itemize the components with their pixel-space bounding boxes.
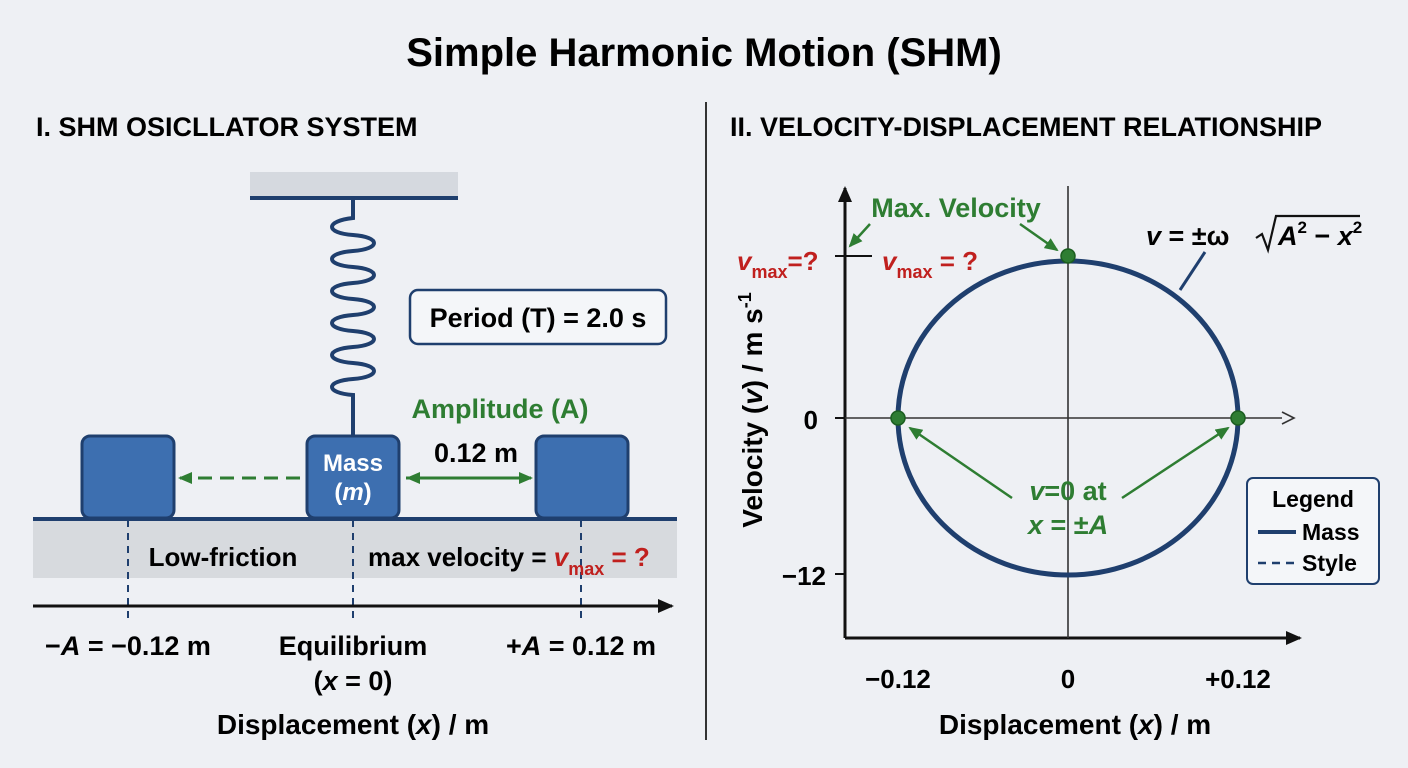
zero-velocity-callout-line1: v=0 at <box>1029 476 1106 506</box>
legend-title: Legend <box>1272 486 1354 512</box>
vmax-v-symbol: v <box>554 542 570 572</box>
data-point-2 <box>1060 248 1076 264</box>
block-left-extreme <box>80 434 176 520</box>
y-tick-label-zero: 0 <box>804 405 818 435</box>
period-box <box>408 288 668 346</box>
legend-item-style: Style <box>1302 550 1357 576</box>
period-label: Period (T) = 2.0 s <box>430 303 647 333</box>
pos-amplitude-label: +A = 0.12 m <box>506 631 656 661</box>
zero-line-arrow-tip <box>1281 411 1296 425</box>
legend-box <box>1246 477 1380 585</box>
equilibrium-x-label: (x = 0) <box>314 666 393 696</box>
y-axis-title: Velocity (v) / m s-1 <box>735 292 768 527</box>
mass-label: Mass <box>323 450 383 477</box>
data-points <box>890 248 1246 426</box>
data-point-0 <box>890 410 906 426</box>
x-axis-title: Displacement (x) / m <box>939 709 1211 740</box>
mass-block <box>305 434 401 520</box>
max-velocity-label: max velocity = <box>368 542 554 572</box>
zero-arrow-left <box>908 426 1013 500</box>
left-panel-heading: I. SHM OSICLLATOR SYSTEM <box>36 112 418 142</box>
amplitude-value: 0.12 m <box>434 438 518 468</box>
legend-item-mass: Mass <box>1302 519 1360 545</box>
zero-arrow-right <box>1121 426 1230 500</box>
max-velocity-callout: Max. Velocity <box>871 193 1041 223</box>
equilibrium-label: Equilibrium <box>279 631 428 661</box>
formula-pointer <box>1178 251 1207 291</box>
spring <box>330 196 376 439</box>
max-velocity-line: max velocity = vmax = ? <box>368 542 650 579</box>
vmax-equals-q: = ? <box>604 542 650 572</box>
right-panel-heading: II. VELOCITY-DISPLACEMENT RELATIONSHIP <box>730 112 1322 142</box>
data-point-1 <box>1230 410 1246 426</box>
amplitude-arrow-head-left <box>406 472 420 484</box>
vmax-subscript: max <box>568 559 604 579</box>
amplitude-arrow-head-right <box>519 472 533 484</box>
vmax-left-label: vmax=? <box>737 246 819 282</box>
velocity-formula: v = ±ω <box>1146 221 1229 251</box>
x-tick-label-neg: −0.12 <box>865 664 931 694</box>
ceiling-support <box>250 172 458 198</box>
page-title: Simple Harmonic Motion (SHM) <box>406 31 1002 75</box>
formula-radicand: A2 − x2 <box>1277 218 1362 251</box>
y-tick-label-neg12: −12 <box>782 561 826 591</box>
vmax-right-label: vmax = ? <box>882 246 978 282</box>
left-x-axis-title: Displacement (x) / m <box>217 709 489 740</box>
max-velocity-arrow-axis <box>848 223 871 248</box>
surface-label: Low-friction <box>149 542 298 572</box>
amplitude-label: Amplitude (A) <box>412 394 589 424</box>
floor-surface <box>33 518 677 578</box>
max-velocity-arrow <box>1019 222 1059 252</box>
neg-amplitude-label: −A = −0.12 m <box>45 631 211 661</box>
x-tick-label-pos: +0.12 <box>1205 664 1271 694</box>
formula-radical <box>1255 214 1360 254</box>
block-right-extreme <box>534 434 630 520</box>
mass-symbol-line: (m) <box>334 479 371 506</box>
zero-velocity-callout-line2: x = ±A <box>1026 510 1108 540</box>
mass-symbol: m <box>342 479 363 506</box>
x-tick-label-zero: 0 <box>1061 664 1075 694</box>
